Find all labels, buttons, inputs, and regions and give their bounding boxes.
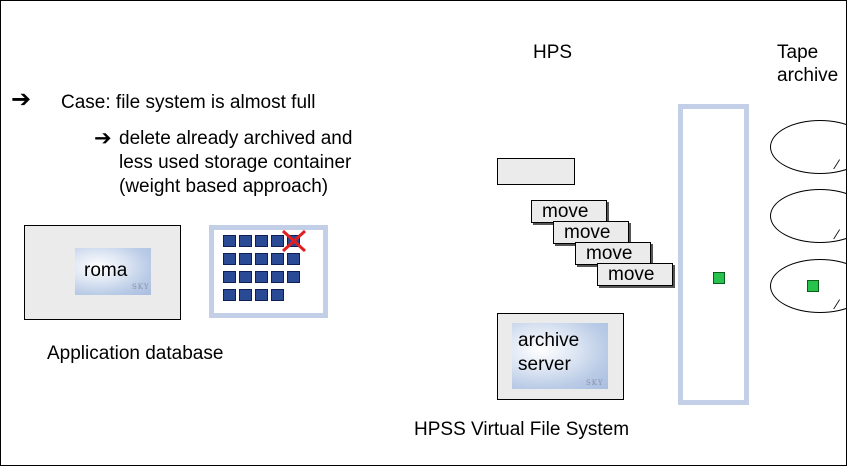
storage-container (223, 253, 236, 265)
sky-watermark: SKY (586, 379, 604, 387)
roma-label: roma (84, 260, 128, 281)
right-arrow-icon: ➔ (94, 126, 112, 150)
tape-hook-icon: ⁄ (836, 156, 839, 172)
storage-container (287, 271, 300, 283)
archive-server-box: archive server SKY (497, 313, 624, 400)
sky-image (75, 248, 151, 295)
storage-container (271, 235, 284, 247)
move-box: move (553, 221, 629, 244)
storage-container (271, 271, 284, 283)
storage-container (239, 235, 252, 247)
storage-container (239, 253, 252, 265)
tape-cartridge (770, 189, 846, 243)
storage-container (239, 289, 252, 301)
storage-container (271, 289, 284, 301)
application-database-label: Application database (47, 343, 224, 364)
storage-container (271, 253, 284, 265)
hps-label: HPS (533, 42, 573, 63)
tape-archive-label-line1: Tape (777, 42, 819, 63)
tape-cartridge (770, 120, 846, 174)
delete-text-line1: delete already archived and (119, 128, 353, 149)
red-x-icon (281, 229, 307, 253)
hpss-label: HPSS Virtual File System (414, 419, 630, 440)
storage-container (255, 289, 268, 301)
storage-container-grid (209, 225, 328, 318)
delete-text-line3: (weight based approach) (119, 176, 329, 197)
storage-container (287, 253, 300, 265)
hps-file-box (497, 158, 575, 185)
move-box: move (575, 242, 651, 265)
storage-container (223, 271, 236, 283)
sky-image (512, 323, 608, 389)
application-database-box: roma SKY (24, 225, 181, 320)
tape-hook-icon: ⁄ (836, 226, 839, 242)
storage-container (223, 235, 236, 247)
case-text: Case: file system is almost full (61, 92, 316, 113)
data-block (807, 280, 819, 292)
tape-archive-label-line2: archive (777, 65, 839, 86)
storage-container (255, 253, 268, 265)
data-block (713, 272, 725, 284)
storage-container (255, 235, 268, 247)
delete-text-line2: less used storage container (119, 152, 352, 173)
move-box: move (597, 263, 673, 286)
tape-cartridge (770, 259, 846, 313)
archive-server-label-line2: server (518, 354, 571, 375)
right-arrow-icon: ➔ (11, 85, 32, 113)
tape-hook-icon: ⁄ (836, 296, 839, 312)
storage-container (223, 289, 236, 301)
archive-server-label-line1: archive (518, 330, 580, 351)
storage-container (239, 271, 252, 283)
transfer-channel (678, 104, 749, 405)
sky-watermark: SKY (132, 283, 150, 291)
move-box: move (531, 200, 607, 223)
storage-container (255, 271, 268, 283)
